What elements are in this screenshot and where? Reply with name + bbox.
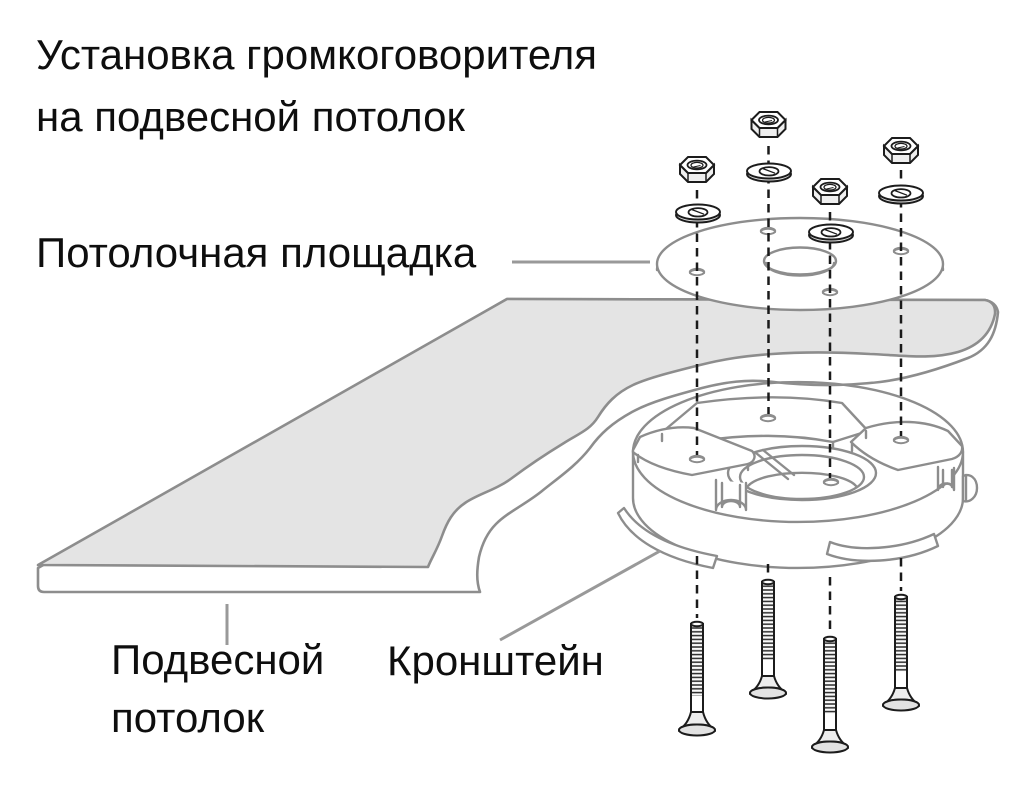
mounting-bracket <box>616 380 979 570</box>
bracket-screw-hole-1 <box>688 454 706 464</box>
hex-nut-3 <box>812 178 848 205</box>
suspended-ceiling-panel <box>36 297 1000 594</box>
hex-nut-4 <box>883 137 919 164</box>
bracket-lip-left <box>616 506 719 570</box>
washer-1 <box>675 203 721 224</box>
leader-lines <box>225 260 661 645</box>
washer-2 <box>746 162 792 183</box>
label-bracket: Кронштейн <box>387 637 604 684</box>
page-title-line1: Установка громкоговорителя <box>36 31 598 78</box>
bracket-screw-hole-3 <box>822 477 840 487</box>
bracket-tab-right <box>849 420 964 472</box>
hex-nut-1 <box>679 156 715 183</box>
bracket-opening <box>738 453 866 501</box>
label-suspended-ceiling-line2: потолок <box>111 694 265 741</box>
screw-1 <box>677 620 717 737</box>
label-suspended-ceiling-line1: Подвесной <box>111 636 325 683</box>
hex-nut-2 <box>750 111 787 138</box>
bracket-screw-hole-4 <box>892 435 910 445</box>
page-title-line2: на подвесной потолок <box>36 93 465 140</box>
screw-3 <box>810 635 850 754</box>
label-ceiling-plate: Потолочная площадка <box>36 229 477 276</box>
washer-4 <box>878 184 924 205</box>
dashed-line-2 <box>766 146 770 577</box>
washer-3 <box>808 223 854 244</box>
bracket-tab-left <box>631 426 756 477</box>
screw-4 <box>881 593 921 712</box>
label-suspended-ceiling: Подвесной потолок <box>111 631 324 747</box>
dashed-alignment-lines <box>695 146 903 633</box>
page-title: Установка громкоговорителя на подвесной … <box>36 24 597 148</box>
bracket-lip-right <box>825 532 940 562</box>
bracket-screw-hole-2 <box>759 413 777 423</box>
leader-bracket <box>499 549 661 642</box>
panel-top-face <box>36 297 997 569</box>
screw-2 <box>748 578 788 700</box>
